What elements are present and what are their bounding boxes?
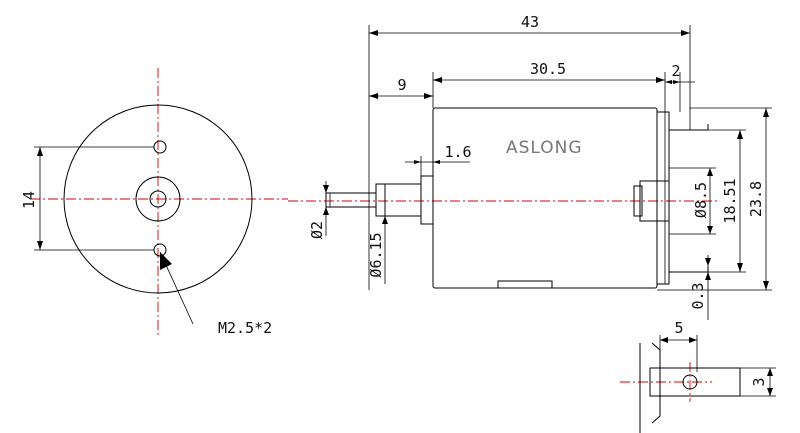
- arrow: [433, 160, 440, 164]
- end-cap-label: 2: [671, 62, 680, 80]
- mount-hole-top: [153, 140, 167, 154]
- arrow: [707, 168, 713, 176]
- terminal-top: [668, 124, 709, 131]
- arrow: [323, 207, 329, 215]
- can-bottom-tab: [497, 280, 553, 288]
- boss: [375, 183, 422, 217]
- terminal-offset-label: 0.3: [689, 282, 707, 309]
- shaft-extension-label: 9: [397, 76, 406, 94]
- overall-length-label: 43: [521, 13, 539, 31]
- arrow: [689, 337, 697, 343]
- terminal-detail-view: 5 3: [620, 319, 776, 433]
- shaft: [325, 192, 377, 208]
- body-length-label: 30.5: [530, 60, 566, 78]
- arrow: [382, 216, 388, 224]
- terminal-width-label: 5: [674, 319, 683, 337]
- front-view: 14 M2.5*2: [20, 68, 288, 338]
- boss-diameter-label: Ø6.15: [367, 232, 385, 277]
- rear-bearing-cap: [633, 185, 643, 217]
- arrow: [737, 263, 743, 272]
- terminal-hole-label: 3: [750, 377, 768, 386]
- bearing-ring: [420, 175, 434, 225]
- arrow: [767, 388, 773, 396]
- end-cap: [656, 111, 670, 285]
- leader-arrowhead: [160, 252, 172, 270]
- front-boss-inner: [149, 190, 167, 208]
- arrow: [705, 258, 711, 266]
- side-view: ASLONG 43 9 30.5 2 1.6: [288, 13, 772, 320]
- bearing-diameter-label: Ø8.5: [692, 182, 710, 218]
- mount-hole-label: M2.5*2: [218, 319, 272, 337]
- arrow: [767, 368, 773, 376]
- rear-bearing-housing: [639, 180, 670, 222]
- arrow: [414, 160, 421, 164]
- motor-body-outline: [63, 104, 253, 294]
- brand-label: ASLONG: [506, 138, 583, 158]
- arrow-down: [37, 241, 43, 250]
- terminal-bottom: [668, 266, 709, 273]
- arrow: [707, 226, 713, 234]
- arrow: [369, 93, 378, 99]
- arrow: [323, 185, 329, 193]
- front-boss-outer: [135, 176, 181, 222]
- arrow: [424, 93, 433, 99]
- arrow: [665, 80, 672, 84]
- arrow: [705, 272, 711, 280]
- detail-terminal: [659, 367, 741, 397]
- arrow: [763, 108, 769, 117]
- arrow-up: [37, 147, 43, 156]
- detail-terminal-hole: [682, 374, 698, 390]
- hole-spacing-label: 14: [20, 191, 38, 209]
- detail-cap-edge: [649, 342, 661, 424]
- arrow: [433, 77, 442, 83]
- motor-can: [432, 107, 658, 289]
- arrow: [369, 30, 378, 36]
- arrow: [737, 130, 743, 139]
- body-height-label: 18.51: [721, 178, 739, 223]
- arrow: [681, 30, 690, 36]
- arrow: [660, 337, 668, 343]
- arrow: [763, 281, 769, 290]
- boss-length-label: 1.6: [444, 143, 471, 161]
- arrow: [673, 80, 680, 84]
- overall-height-label: 23.8: [747, 181, 765, 217]
- arrow: [656, 77, 665, 83]
- shaft-diameter-label: Ø2: [308, 221, 326, 239]
